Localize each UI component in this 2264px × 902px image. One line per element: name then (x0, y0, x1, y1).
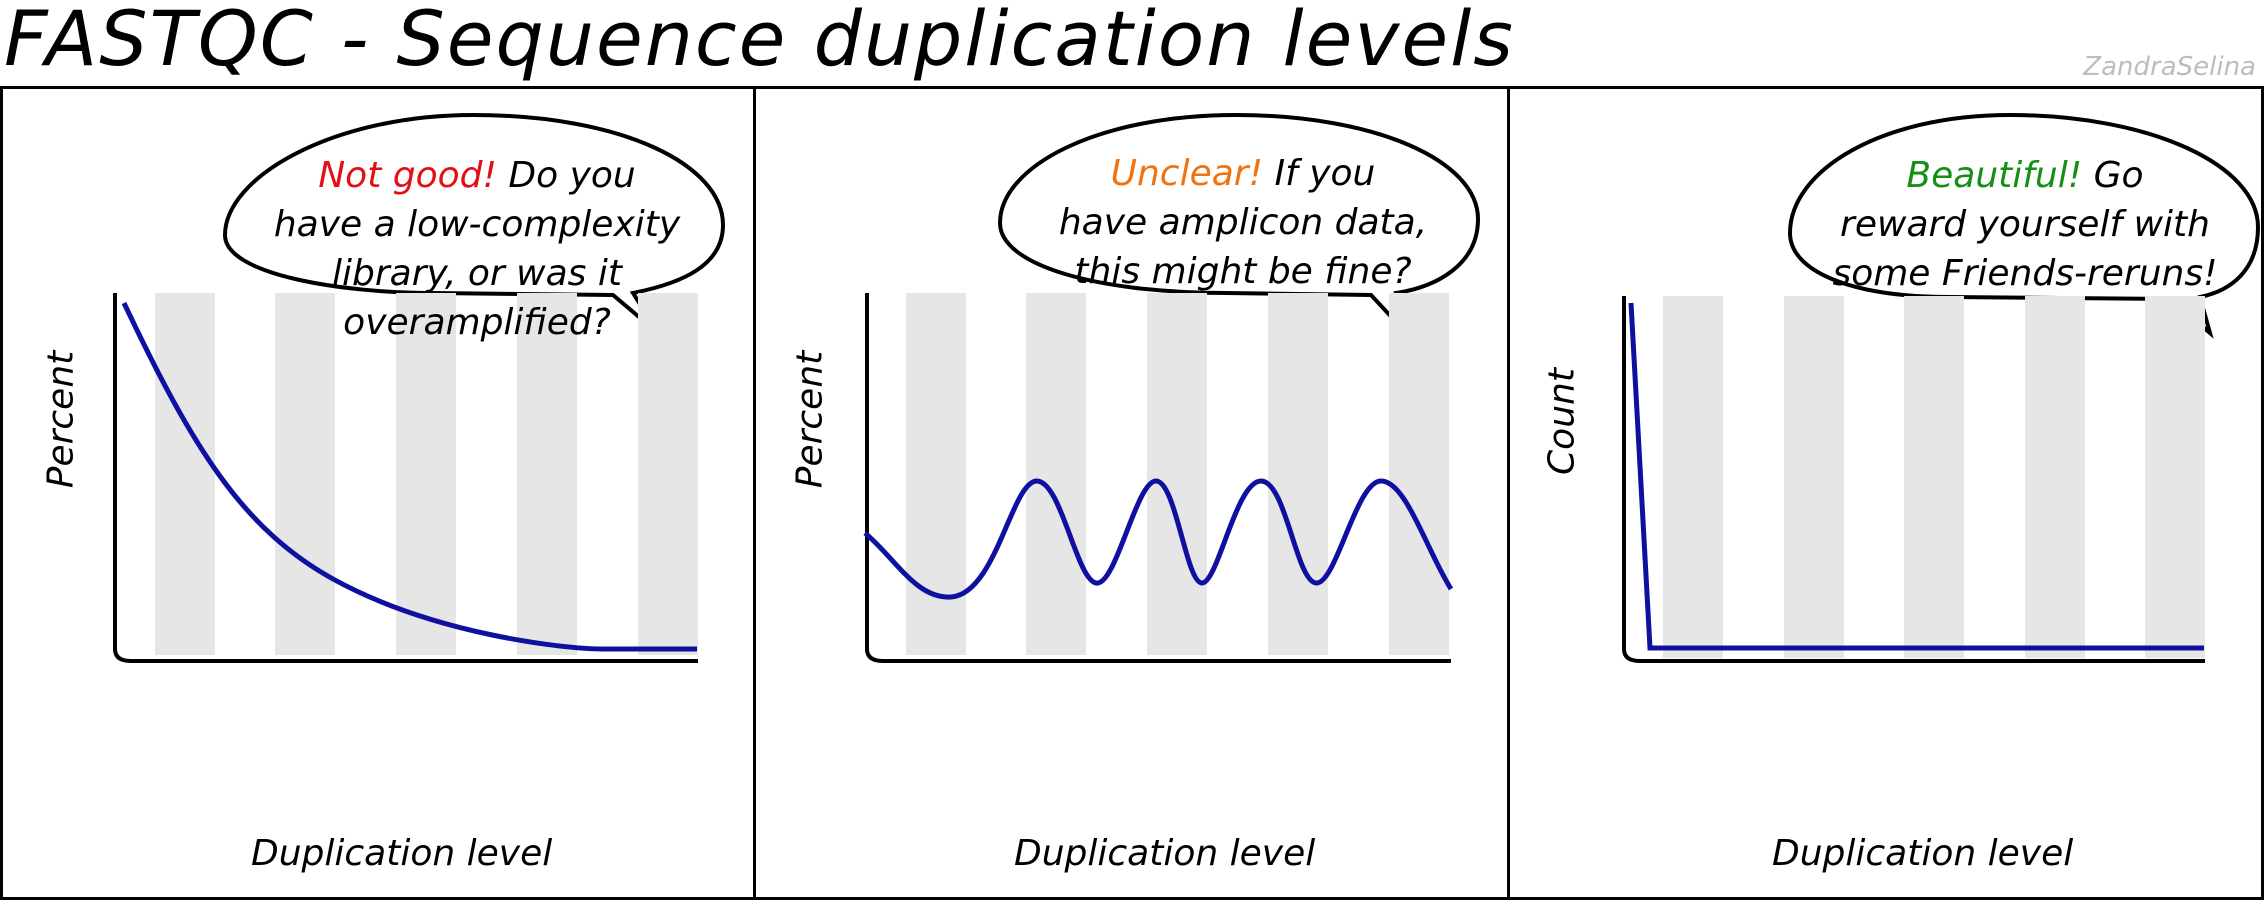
artist-credit: ZandraSelina (2083, 52, 2256, 82)
stripes (1663, 296, 2205, 658)
x-axis-label: Duplication level (1772, 833, 2074, 874)
panel-unclear: Unclear! If you have amplicon data, this… (753, 86, 1510, 900)
verdict-good: Beautiful! (1906, 155, 2083, 196)
curve (121, 301, 697, 652)
y-axis-label: Percent (789, 350, 831, 489)
axes (1622, 296, 2205, 663)
panel-not-good: Not good! Do you have a low-complexity l… (0, 86, 756, 900)
bubble-line-2: reward yourself with (1840, 204, 2210, 245)
axes (865, 293, 1451, 663)
comic-title: FASTQC - Sequence duplication levels (4, 0, 1515, 83)
stripes (906, 293, 1449, 655)
bubble-line-4: overamplified? (343, 302, 611, 343)
bubble-text: Not good! Do you have a low-complexity l… (259, 151, 695, 347)
panel-beautiful: Beautiful! Go reward yourself with some … (1507, 86, 2264, 900)
panel-2-drawing (863, 112, 1481, 663)
bubble-line-1: Go (2082, 155, 2144, 196)
bubble-text: Beautiful! Go reward yourself with some … (1800, 151, 2250, 298)
verdict-bad: Not good! (318, 155, 497, 196)
x-axis-label: Duplication level (1014, 833, 1316, 874)
x-axis-label: Duplication level (251, 833, 553, 874)
curve (863, 478, 1454, 600)
bubble-text: Unclear! If you have amplicon data, this… (1018, 149, 1468, 296)
bubble-line-3: this might be fine? (1074, 251, 1412, 292)
bubble-line-3: some Friends-reruns! (1832, 253, 2218, 294)
panel-1-drawing (113, 112, 726, 663)
bubble-line-2: have a low-complexity (273, 204, 681, 245)
bubble-line-1: Do you (496, 155, 636, 196)
bubble-line-3: library, or was it (331, 253, 622, 294)
y-axis-label: Percent (40, 350, 82, 489)
speech-bubble (222, 112, 726, 335)
axes (113, 293, 698, 663)
verdict-unclear: Unclear! (1110, 153, 1264, 194)
bubble-line-2: have amplicon data, (1058, 202, 1428, 243)
y-axis-label: Count (1541, 368, 1583, 475)
speech-bubble (1787, 112, 2261, 339)
stripes (155, 293, 698, 655)
speech-bubble (997, 112, 1481, 339)
bubble-line-1: If you (1263, 153, 1376, 194)
panel-3-drawing (1622, 112, 2261, 663)
curve (1628, 302, 2204, 651)
